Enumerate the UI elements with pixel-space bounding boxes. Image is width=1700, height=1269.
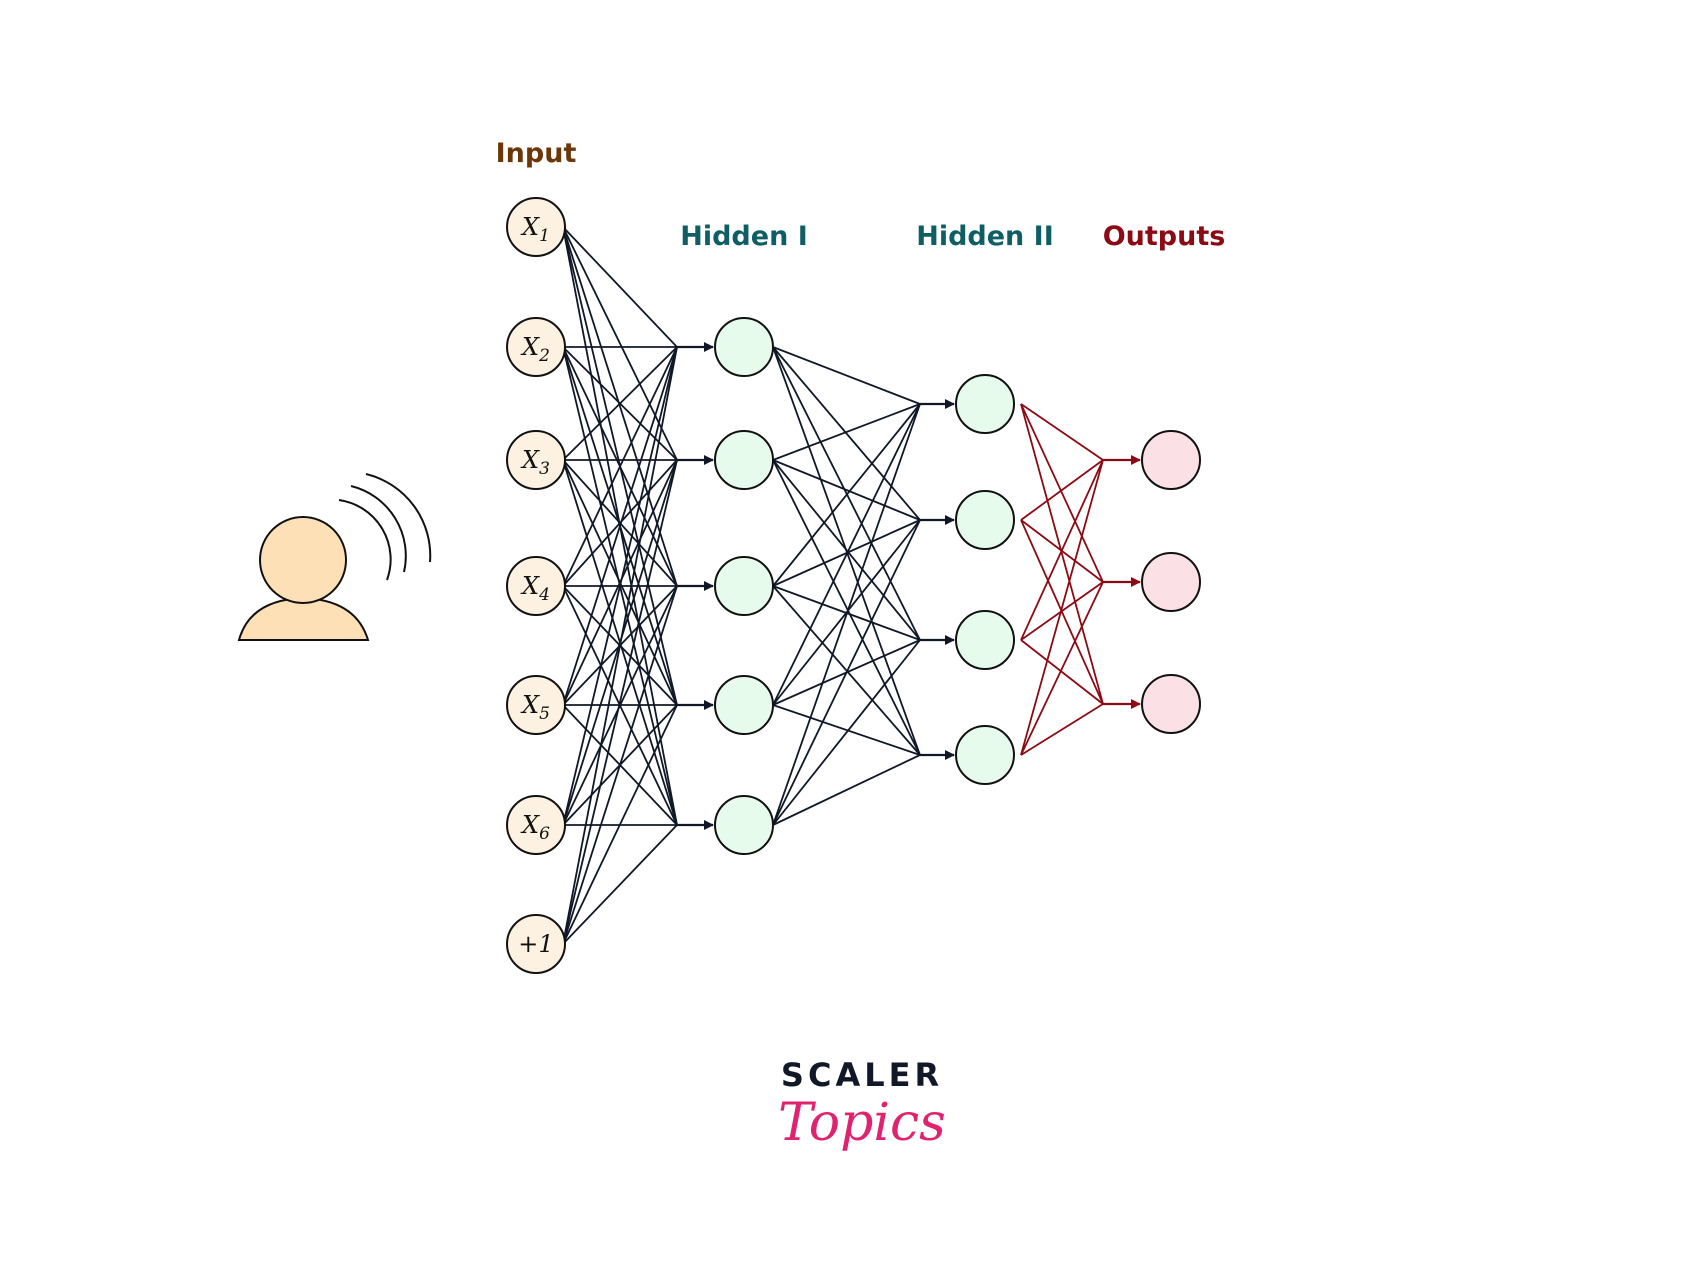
input-hidden1-edge	[562, 346, 678, 826]
output-node	[1141, 552, 1201, 612]
input-hidden1-edge	[562, 459, 678, 945]
hidden2-output-edge	[1020, 459, 1104, 521]
hidden1-hidden2-edge	[772, 459, 921, 521]
hidden1-hidden2-edge	[772, 754, 921, 826]
hidden1-hidden2-edge	[772, 704, 921, 756]
input-node: X2	[506, 317, 566, 377]
hidden1-hidden2-edge	[772, 585, 921, 756]
logo-scaler: SCALER	[781, 1056, 943, 1094]
hidden2-output-edge	[1020, 403, 1104, 583]
input-node: +1	[506, 914, 566, 974]
input-node: X4	[506, 556, 566, 616]
hidden1-hidden2-edge	[772, 403, 921, 461]
connections	[562, 226, 1141, 945]
hidden1-hidden2-edge	[772, 346, 921, 405]
hidden1-hidden2-edge	[772, 346, 921, 641]
hidden2-output-edge	[1020, 519, 1104, 705]
outputs-label: Outputs	[1103, 221, 1226, 252]
input-label: Input	[496, 138, 577, 169]
hidden2-output-edge	[1020, 403, 1104, 705]
output-node	[1141, 674, 1201, 734]
hidden1-hidden2-edge	[772, 459, 921, 756]
hidden1-node	[714, 556, 774, 616]
input-node: X6	[506, 795, 566, 855]
input-hidden1-edge	[562, 226, 678, 348]
logo-topics: Topics	[778, 1093, 946, 1153]
output-node	[1141, 430, 1201, 490]
hidden2-output-edge	[1020, 639, 1104, 705]
hidden1-node	[714, 675, 774, 735]
hidden1-hidden2-edge	[772, 403, 921, 706]
input-node: X5	[506, 675, 566, 735]
input-hidden1-edge	[562, 226, 678, 587]
hidden1-hidden2-edge	[772, 585, 921, 641]
hidden1-hidden2-edge	[772, 639, 921, 826]
hidden2-output-edge	[1020, 459, 1104, 756]
hidden1-hidden2-edge	[772, 346, 921, 521]
hidden2-node	[955, 610, 1015, 670]
person-speaking-icon	[237, 473, 432, 641]
input-hidden1-edge	[562, 346, 678, 461]
input-hidden1-edge	[562, 585, 678, 826]
hidden2-output-edge	[1020, 403, 1104, 461]
hidden1-hidden2-edge	[772, 639, 921, 706]
hidden1-node	[714, 430, 774, 490]
input-hidden1-edge	[562, 824, 678, 945]
hidden2-output-edge	[1020, 703, 1104, 756]
hidden2-node	[955, 490, 1015, 550]
hidden1-node	[714, 317, 774, 377]
input-node-label: +1	[518, 930, 553, 958]
input-hidden1-edge	[562, 226, 678, 826]
input-hidden1-edge	[562, 459, 678, 826]
input-hidden1-edge	[562, 226, 678, 706]
hidden2-node	[955, 725, 1015, 785]
hidden2-output-edge	[1020, 581, 1104, 756]
input-node: X1	[506, 197, 566, 257]
hidden2-node	[955, 374, 1015, 434]
input-node: X3	[506, 430, 566, 490]
hidden2-label: Hidden II	[916, 221, 1054, 252]
hidden1-node	[714, 795, 774, 855]
scaler-topics-logo: SCALER Topics	[778, 1056, 946, 1153]
hidden1-label: Hidden I	[680, 221, 808, 252]
hidden1-hidden2-edge	[772, 346, 921, 756]
input-hidden1-edge	[562, 226, 678, 461]
hidden1-hidden2-edge	[772, 403, 921, 826]
input-hidden1-edge	[562, 704, 678, 826]
